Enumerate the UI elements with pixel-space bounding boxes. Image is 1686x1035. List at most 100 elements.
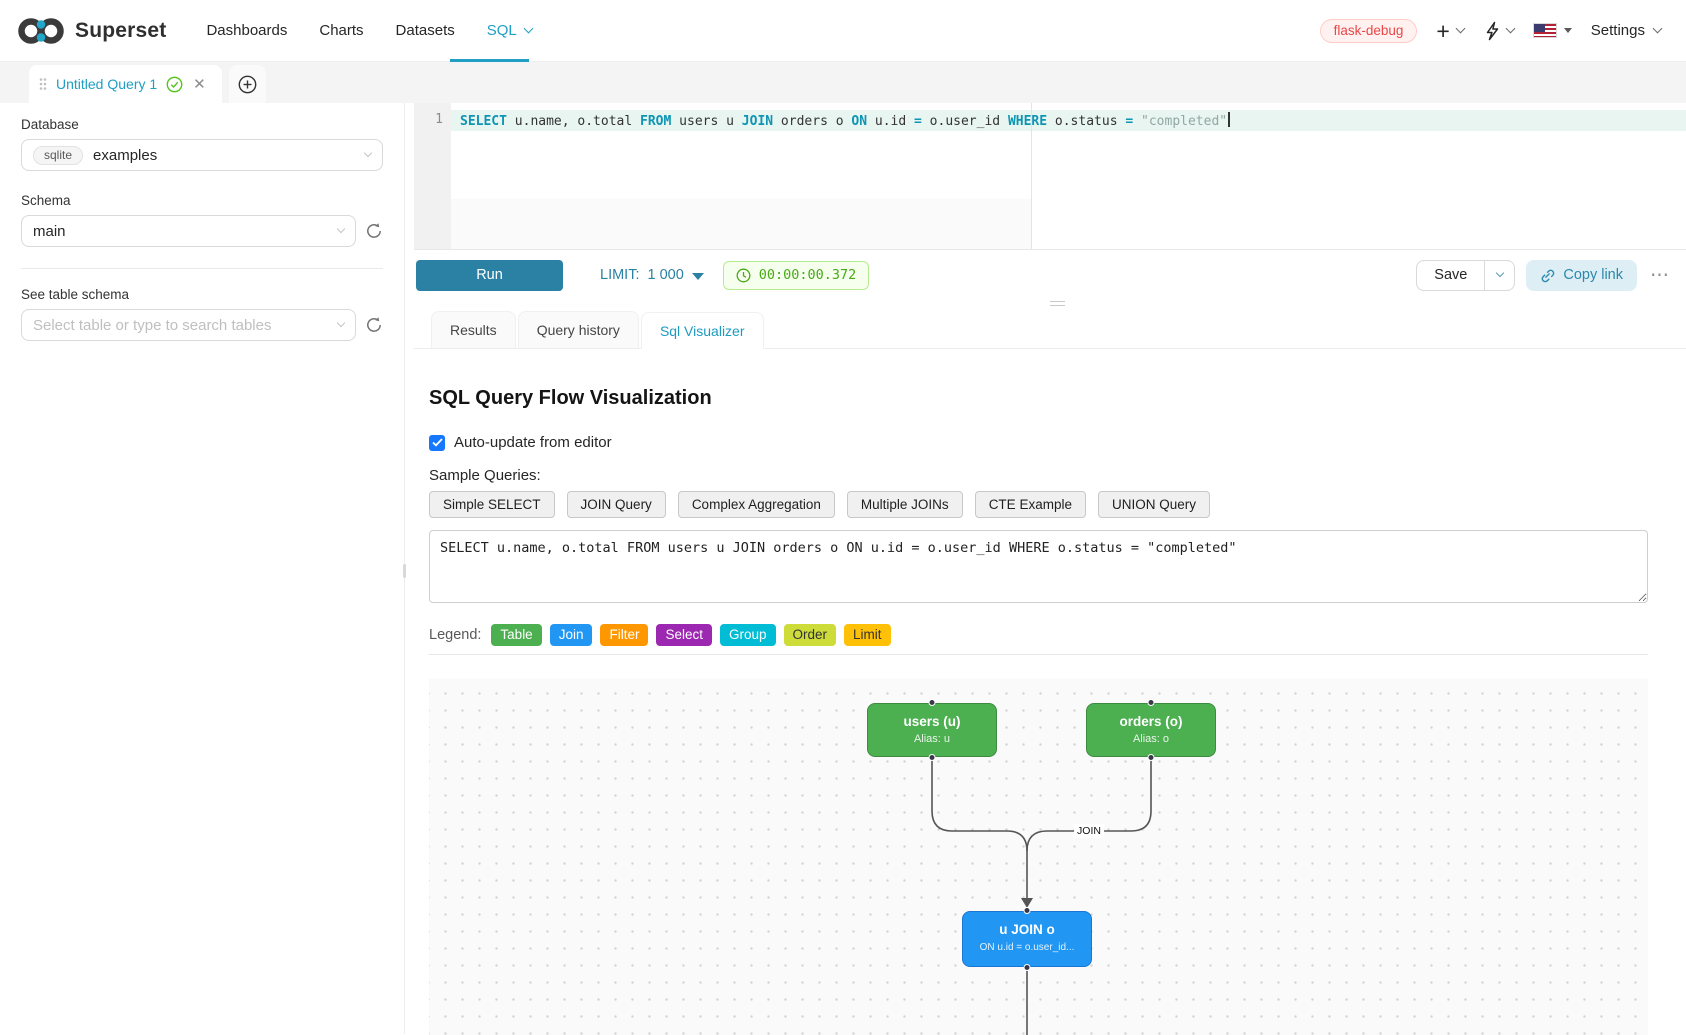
flow-node-users[interactable]: users (u) Alias: u — [867, 703, 997, 757]
chevron-down-icon — [523, 24, 533, 34]
legend-label: Legend: — [429, 627, 481, 643]
auto-update-checkbox[interactable] — [429, 435, 445, 451]
legend-badge-order: Order — [784, 624, 837, 646]
sqllab-left-sidebar: Database sqlite examples Schema main See… — [0, 103, 405, 1034]
nav-dashboards[interactable]: Dashboards — [190, 22, 303, 39]
schema-label: Schema — [21, 193, 383, 208]
database-select[interactable]: sqlite examples — [21, 139, 383, 171]
flow-node-join[interactable]: u JOIN o ON u.id = o.user_id... — [962, 911, 1092, 967]
flow-edges — [429, 679, 1648, 1035]
sql-token — [1133, 114, 1141, 129]
sample-simple-select-button[interactable]: Simple SELECT — [429, 491, 555, 518]
node-handle — [1024, 964, 1031, 971]
query-tab-strip: Untitled Query 1 ✕ — [0, 62, 1686, 103]
schema-value: main — [33, 223, 66, 240]
close-icon[interactable]: ✕ — [192, 77, 207, 92]
chevron-down-icon — [1455, 24, 1465, 34]
tab-results[interactable]: Results — [431, 311, 516, 348]
limit-dropdown[interactable]: LIMIT: 1 000 — [600, 267, 704, 283]
run-button[interactable]: Run — [416, 260, 563, 291]
legend-badge-limit: Limit — [844, 624, 891, 646]
chevron-down-icon — [1505, 24, 1515, 34]
sql-token: = — [914, 114, 922, 129]
save-options-button[interactable] — [1484, 261, 1514, 290]
database-engine-badge: sqlite — [33, 146, 83, 165]
sql-token: o.status — [1047, 114, 1125, 129]
top-navbar: Superset Dashboards Charts Datasets SQL … — [0, 0, 1686, 62]
check-icon — [432, 438, 443, 447]
editor-toolbar: Run LIMIT: 1 000 00:00:00.372 Save Copy … — [414, 250, 1686, 300]
chevron-down-icon — [337, 225, 345, 233]
sql-editor[interactable]: 1 SELECT u.name, o.total FROM users u JO… — [414, 103, 1686, 250]
brand-name: Superset — [75, 19, 166, 43]
limit-label: LIMIT: — [600, 267, 639, 283]
sidebar-divider — [21, 268, 383, 269]
sql-token: u.id — [867, 114, 914, 129]
nav-sql[interactable]: SQL — [471, 22, 548, 39]
refresh-icon[interactable] — [365, 316, 383, 334]
us-flag-icon — [1533, 23, 1557, 38]
caret-down-icon — [1564, 28, 1572, 33]
legend-badge-table: Table — [491, 624, 541, 646]
sql-token: JOIN — [742, 114, 773, 129]
new-item-menu[interactable]: + — [1436, 21, 1463, 41]
node-title: orders (o) — [1087, 714, 1215, 729]
sample-query-buttons: Simple SELECT JOIN Query Complex Aggrega… — [429, 491, 1686, 518]
tab-query-history[interactable]: Query history — [518, 311, 639, 348]
settings-menu[interactable]: Settings — [1591, 22, 1661, 39]
page-title: SQL Query Flow Visualization — [429, 387, 1686, 410]
flow-node-orders[interactable]: orders (o) Alias: o — [1086, 703, 1216, 757]
auto-update-row: Auto-update from editor — [429, 434, 1686, 451]
sql-token: FROM — [640, 114, 671, 129]
sql-token: SELECT — [460, 114, 507, 129]
more-menu-icon[interactable]: ⋯ — [1650, 264, 1670, 287]
query-text-input[interactable]: SELECT u.name, o.total FROM users u JOIN… — [429, 530, 1648, 603]
plus-circle-icon — [238, 75, 257, 94]
superset-logo[interactable]: Superset — [0, 15, 166, 47]
node-handle — [1024, 907, 1031, 914]
lightning-icon — [1483, 21, 1500, 41]
nav-charts[interactable]: Charts — [303, 22, 379, 39]
sample-union-query-button[interactable]: UNION Query — [1098, 491, 1210, 518]
chevron-down-icon — [1653, 24, 1663, 34]
south-pane: Results Query history Sql Visualizer SQL… — [414, 311, 1686, 1034]
legend-badge-select: Select — [656, 624, 712, 646]
nav-datasets[interactable]: Datasets — [380, 22, 471, 39]
schema-select[interactable]: main — [21, 215, 356, 247]
content-divider — [429, 654, 1648, 655]
add-query-tab-button[interactable] — [229, 65, 266, 103]
copy-link-button[interactable]: Copy link — [1526, 260, 1637, 291]
superset-infinity-icon — [18, 15, 64, 47]
query-tab-untitled-query-1[interactable]: Untitled Query 1 ✕ — [29, 65, 222, 103]
sample-queries-label: Sample Queries: — [429, 467, 1686, 484]
auto-update-label: Auto-update from editor — [454, 434, 612, 451]
chevron-down-icon — [364, 149, 372, 157]
sql-code-line[interactable]: SELECT u.name, o.total FROM users u JOIN… — [460, 112, 1230, 129]
limit-value: 1 000 — [647, 267, 683, 283]
tab-sql-visualizer[interactable]: Sql Visualizer — [641, 312, 764, 349]
language-picker[interactable] — [1533, 23, 1572, 38]
query-search-menu[interactable] — [1483, 21, 1514, 41]
table-select[interactable]: Select table or type to search tables — [21, 309, 356, 341]
node-subtitle: Alias: u — [868, 733, 996, 745]
sample-complex-aggregation-button[interactable]: Complex Aggregation — [678, 491, 835, 518]
refresh-icon[interactable] — [365, 222, 383, 240]
sql-token: u.name, o.total — [507, 114, 640, 129]
node-title: u JOIN o — [963, 922, 1091, 937]
chevron-down-icon — [1496, 269, 1504, 277]
legend-badge-join: Join — [550, 624, 593, 646]
legend-badge-filter: Filter — [600, 624, 648, 646]
save-button[interactable]: Save — [1417, 261, 1484, 290]
sample-cte-example-button[interactable]: CTE Example — [975, 491, 1086, 518]
pane-resize-handle[interactable] — [1050, 301, 1065, 309]
environment-badge: flask-debug — [1320, 19, 1418, 43]
flow-canvas[interactable]: JOIN users (u) Alias: u orders (o) Alias… — [429, 679, 1648, 1035]
sql-token: orders o — [773, 114, 851, 129]
sample-multiple-joins-button[interactable]: Multiple JOINs — [847, 491, 963, 518]
caret-down-icon — [692, 273, 704, 280]
copy-link-label: Copy link — [1563, 267, 1623, 283]
drag-handle-icon[interactable] — [39, 77, 47, 91]
sample-join-query-button[interactable]: JOIN Query — [567, 491, 666, 518]
panel-splitter-handle[interactable] — [403, 564, 406, 578]
check-circle-icon — [166, 76, 183, 93]
